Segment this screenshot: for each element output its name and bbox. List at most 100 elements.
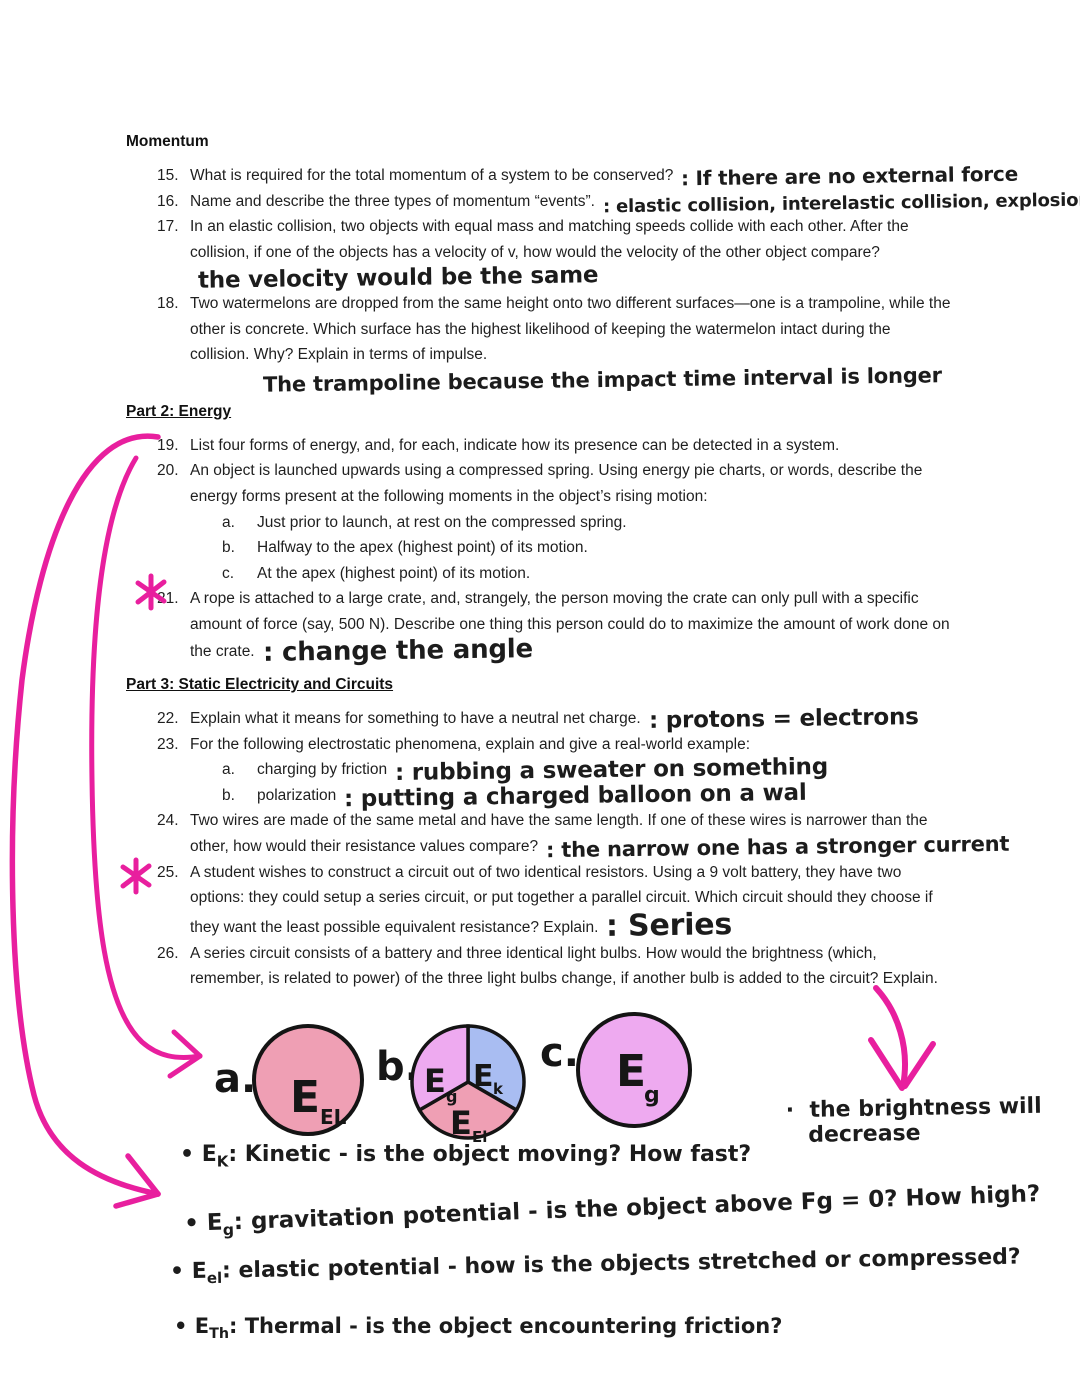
subitem-text: Halfway to the apex (highest point) of i…: [257, 539, 588, 557]
question-21: 21. A rope is attached to a large crate,…: [126, 586, 1056, 668]
handwritten-answer-15: : If there are no external force: [681, 161, 1019, 191]
subitem-letter: a.: [222, 513, 235, 531]
bullet: ·: [785, 1098, 795, 1124]
question-number: 23.: [157, 735, 179, 753]
question-26: 26. A series circuit consists of a batte…: [126, 941, 1056, 992]
subitem-text: At the apex (highest point) of its motio…: [257, 564, 531, 582]
printed-text: charging by friction: [257, 761, 388, 779]
worksheet-body: Momentum 15. What is required for the to…: [126, 133, 1080, 992]
question-number: 22.: [157, 710, 179, 728]
question-17: 17. In an elastic collision, two objects…: [126, 214, 1056, 295]
question-16: 16. Name and describe the three types of…: [126, 189, 1080, 217]
energy-pie-diagrams: a. E EL b. E g E k E El c. E g: [214, 1012, 692, 1146]
handwritten-answer-18: The trampoline because the impact time i…: [262, 363, 942, 397]
pie-b-slice-elastic: [417, 1079, 519, 1140]
question-23b: b. polarization : putting a charged ballo…: [126, 779, 1056, 813]
question-number: 18.: [157, 294, 179, 312]
note-text: the brightness will: [809, 1093, 1042, 1123]
subitem-text: charging by friction: rubbing a sweater …: [257, 754, 897, 786]
question-number: 16.: [157, 192, 179, 210]
down-arrow-brightness-icon: [868, 985, 936, 1091]
pie-c-item-label: c.: [540, 1030, 579, 1076]
pie-a-label: E: [290, 1072, 320, 1123]
question-15: 15. What is required for the total momen…: [126, 161, 1056, 191]
subitem-text: Just prior to launch, at rest on the com…: [257, 513, 627, 531]
energy-note-thermal: • ETh: Thermal - is the object encounter…: [174, 1314, 783, 1343]
question-25: 25. A student wishes to construct a circ…: [126, 860, 1056, 944]
pie-chart-c: [576, 1012, 692, 1128]
question-20c: c. At the apex (highest point) of its mo…: [126, 561, 1056, 587]
pie-b-slice-kinetic: [466, 1024, 526, 1113]
pie-b-eg-label-sub: g: [446, 1087, 457, 1106]
question-20b: b. Halfway to the apex (highest point) o…: [126, 535, 1056, 561]
question-text: A student wishes to construct a circuit …: [190, 860, 953, 944]
question-24: 24. Two wires are made of the same metal…: [126, 808, 1056, 863]
energy-note-elastic: • Eel: elastic potential - how is the ob…: [169, 1244, 1021, 1288]
question-18: 18. Two watermelons are dropped from the…: [126, 291, 1056, 368]
question-20: 20. An object is launched upwards using …: [126, 458, 1056, 509]
question-text: Two watermelons are dropped from the sam…: [190, 294, 951, 364]
note-text: : Kinetic - is the object moving? How fa…: [228, 1142, 752, 1167]
part-3-heading: Part 3: Static Electricity and Circuits: [126, 676, 394, 694]
handwritten-answer-21: : change the angle: [262, 633, 533, 668]
pie-b-item-label: b.: [376, 1044, 420, 1090]
pie-b-ek-label-sub: k: [493, 1080, 504, 1098]
pie-chart-b: E g E k E El: [410, 1024, 526, 1146]
question-number: 25.: [157, 863, 179, 881]
question-text: A series circuit consists of a battery a…: [190, 944, 938, 988]
part-2-heading: Part 2: Energy: [126, 402, 232, 420]
subitem-letter: b.: [222, 786, 235, 804]
question-number: 21.: [157, 590, 179, 608]
handwritten-answer-24: : the narrow one has a stronger current: [545, 831, 1010, 863]
question-text: An object is launched upwards using a co…: [190, 462, 923, 505]
note-text: decrease: [808, 1120, 921, 1148]
question-text: For the following electrostatic phenomen…: [190, 735, 751, 753]
printed-text: A rope is attached to a large crate, and…: [190, 590, 950, 660]
subitem-letter: c.: [222, 564, 235, 582]
subitem-letter: b.: [222, 539, 235, 557]
note-text: : gravitation potential - is the object …: [233, 1181, 1041, 1236]
subitem-letter: a.: [222, 761, 235, 779]
energy-note-kinetic: • EK: Kinetic - is the object moving? Ho…: [180, 1142, 752, 1171]
energy-symbol: • E: [169, 1258, 207, 1285]
energy-symbol: • E: [183, 1209, 224, 1237]
handwritten-answer-17: the velocity would be the same: [197, 262, 599, 295]
question-text: In an elastic collision, two objects wit…: [190, 214, 953, 295]
printed-text: Explain what it means for something to h…: [190, 710, 641, 728]
pie-b-eg-label: E: [424, 1062, 446, 1100]
energy-note-gravity: • Eg: gravitation potential - is the obj…: [183, 1181, 1041, 1240]
handwritten-answer-22: : protons = electrons: [648, 704, 919, 734]
pie-b-slice-gravity: [410, 1024, 470, 1113]
question-text: List four forms of energy, and, for each…: [190, 436, 840, 454]
brightness-note: · the brightness will decrease: [786, 1094, 1043, 1148]
pie-chart-a: [252, 1024, 364, 1136]
note-text: : Thermal - is the object encountering f…: [228, 1314, 783, 1338]
question-text: A rope is attached to a large crate, and…: [190, 586, 953, 668]
question-23: 23. For the following electrostatic phen…: [126, 732, 1056, 758]
subitem-text: polarization : putting a charged balloon …: [257, 779, 897, 813]
printed-text: Two wires are made of the same metal and…: [190, 812, 928, 856]
printed-text: polarization: [257, 786, 337, 804]
printed-text: In an elastic collision, two objects wit…: [190, 218, 909, 261]
question-number: 26.: [157, 944, 179, 962]
question-number: 24.: [157, 812, 179, 830]
question-number: 20.: [157, 462, 179, 480]
question-text: Name and describe the three types of mom…: [190, 189, 1080, 217]
printed-text: What is required for the total momentum …: [190, 167, 674, 184]
question-number: 15.: [157, 167, 179, 184]
note-text: : elastic potential - how is the objects…: [221, 1244, 1021, 1284]
energy-symbol: • E: [174, 1314, 210, 1338]
question-number: 19.: [157, 436, 179, 454]
printed-text: Name and describe the three types of mom…: [190, 192, 595, 210]
handwritten-answer-23b: : putting a charged balloon on a wal: [344, 779, 808, 813]
energy-symbol: • E: [180, 1142, 217, 1167]
pie-c-label-sub: g: [644, 1083, 660, 1108]
question-22: 22. Explain what it means for something …: [126, 704, 1056, 734]
section-title-momentum: Momentum: [126, 133, 209, 150]
question-20a: a. Just prior to launch, at rest on the …: [126, 510, 1056, 536]
question-19: 19. List four forms of energy, and, for …: [126, 433, 1056, 459]
question-text: What is required for the total momentum …: [190, 161, 1019, 191]
handwritten-answer-16: : elastic collision, interelastic collis…: [602, 189, 1080, 217]
question-text: Explain what it means for something to h…: [190, 704, 953, 734]
